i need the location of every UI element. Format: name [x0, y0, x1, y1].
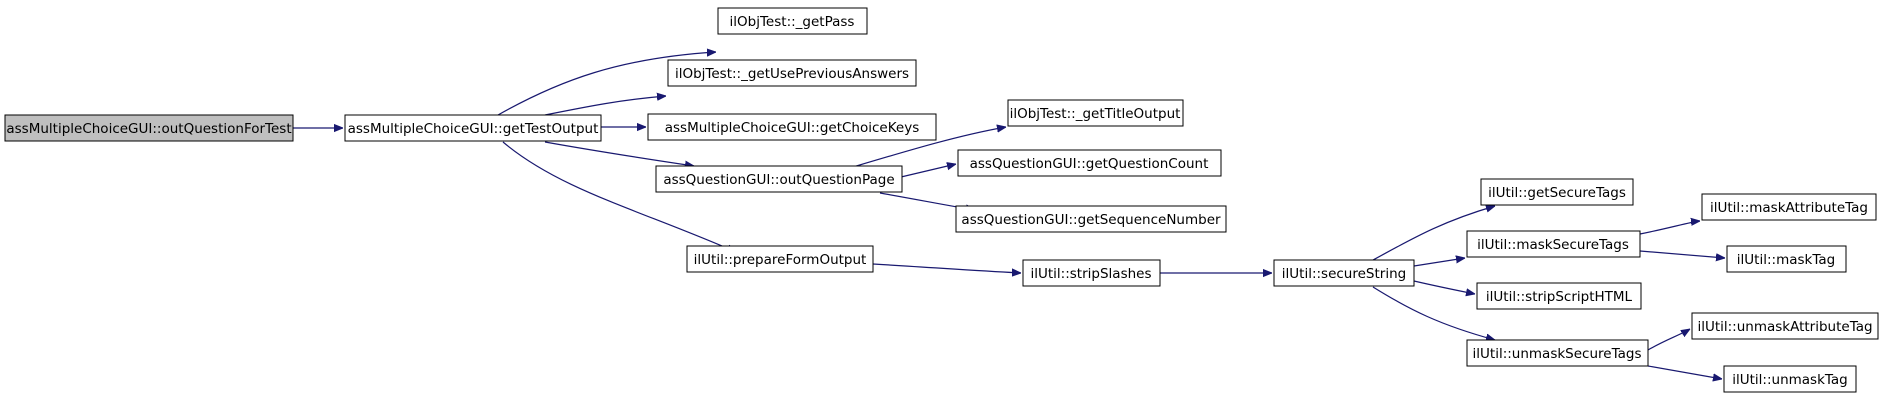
node-gettitleoutput[interactable]: ilObjTest::_getTitleOutput	[1007, 99, 1184, 127]
edge-securestring-getsecuretags	[1372, 206, 1495, 261]
node-label: ilUtil::unmaskAttributeTag	[1697, 319, 1872, 335]
node-label: ilUtil::secureString	[1282, 266, 1406, 282]
edge-securestring-masksecuretags	[1413, 258, 1465, 267]
node-label: assQuestionGUI::getQuestionCount	[970, 156, 1209, 172]
node-maskattributetag[interactable]: ilUtil::maskAttributeTag	[1701, 193, 1877, 221]
edge-outquestionpage-getquestioncount	[900, 164, 956, 178]
edge-outquestionpage-gettitleoutput	[852, 127, 1006, 168]
node-unmasksecuretags[interactable]: ilUtil::unmaskSecureTags	[1466, 339, 1649, 367]
node-label: assMultipleChoiceGUI::getChoiceKeys	[665, 120, 920, 136]
node-label: ilObjTest::_getTitleOutput	[1010, 106, 1181, 122]
node-label: ilUtil::stripScriptHTML	[1486, 289, 1633, 305]
edge-securestring-stripscripthtml	[1413, 280, 1475, 294]
node-securestring[interactable]: ilUtil::secureString	[1273, 259, 1415, 287]
node-outquestionfortest[interactable]: assMultipleChoiceGUI::outQuestionForTest	[4, 114, 294, 142]
edge-gettestoutput-prepareformoutput	[502, 141, 736, 253]
edge-gettestoutput-getpass	[497, 52, 716, 116]
node-label: ilObjTest::_getUsePreviousAnswers	[675, 66, 909, 82]
edge-gettestoutput-outquestionpage	[544, 141, 694, 166]
node-getpass[interactable]: ilObjTest::_getPass	[717, 7, 868, 35]
node-label: ilObjTest::_getPass	[730, 14, 855, 30]
node-getusepreviousanswers[interactable]: ilObjTest::_getUsePreviousAnswers	[667, 59, 917, 87]
node-label: assQuestionGUI::getSequenceNumber	[961, 212, 1221, 228]
node-getsequencenumber[interactable]: assQuestionGUI::getSequenceNumber	[955, 205, 1227, 233]
node-label: assMultipleChoiceGUI::outQuestionForTest	[6, 121, 291, 137]
edge-unmasksecuretags-unmasktag	[1647, 365, 1722, 379]
edge-prepareformoutput-stripslashes	[872, 263, 1021, 273]
edge-securestring-unmasksecuretags	[1372, 286, 1495, 340]
node-masksecuretags[interactable]: ilUtil::maskSecureTags	[1466, 230, 1641, 258]
node-stripscripthtml[interactable]: ilUtil::stripScriptHTML	[1476, 282, 1642, 310]
node-gettestoutput[interactable]: assMultipleChoiceGUI::getTestOutput	[344, 114, 602, 142]
edge-gettestoutput-getusepreviousanswers	[544, 96, 666, 116]
nodes: assMultipleChoiceGUI::outQuestionForTest…	[4, 7, 1879, 393]
node-label: ilUtil::maskTag	[1737, 252, 1835, 268]
node-label: assMultipleChoiceGUI::getTestOutput	[348, 121, 599, 137]
node-label: ilUtil::maskAttributeTag	[1710, 200, 1868, 216]
edge-masksecuretags-masktag	[1639, 250, 1725, 258]
node-label: ilUtil::maskSecureTags	[1477, 237, 1629, 253]
node-label: ilUtil::getSecureTags	[1488, 185, 1626, 201]
node-getsecuretags[interactable]: ilUtil::getSecureTags	[1480, 178, 1634, 206]
node-masktag[interactable]: ilUtil::maskTag	[1726, 245, 1847, 273]
edges	[293, 52, 1725, 379]
node-label: ilUtil::unmaskSecureTags	[1473, 346, 1642, 362]
node-label: ilUtil::stripSlashes	[1031, 266, 1152, 282]
node-label: ilUtil::unmaskTag	[1732, 372, 1848, 388]
node-prepareformoutput[interactable]: ilUtil::prepareFormOutput	[686, 245, 874, 273]
node-label: ilUtil::prepareFormOutput	[694, 252, 867, 268]
edge-unmasksecuretags-unmaskattributetag	[1647, 329, 1690, 351]
node-outquestionpage[interactable]: assQuestionGUI::outQuestionPage	[655, 165, 903, 193]
node-label: assQuestionGUI::outQuestionPage	[663, 172, 894, 188]
node-stripslashes[interactable]: ilUtil::stripSlashes	[1022, 259, 1161, 287]
node-getchoicekeys[interactable]: assMultipleChoiceGUI::getChoiceKeys	[647, 113, 937, 141]
node-getquestioncount[interactable]: assQuestionGUI::getQuestionCount	[957, 149, 1222, 177]
node-unmaskattributetag[interactable]: ilUtil::unmaskAttributeTag	[1691, 312, 1879, 340]
node-unmasktag[interactable]: ilUtil::unmaskTag	[1723, 365, 1857, 393]
edge-masksecuretags-maskattributetag	[1639, 221, 1700, 235]
